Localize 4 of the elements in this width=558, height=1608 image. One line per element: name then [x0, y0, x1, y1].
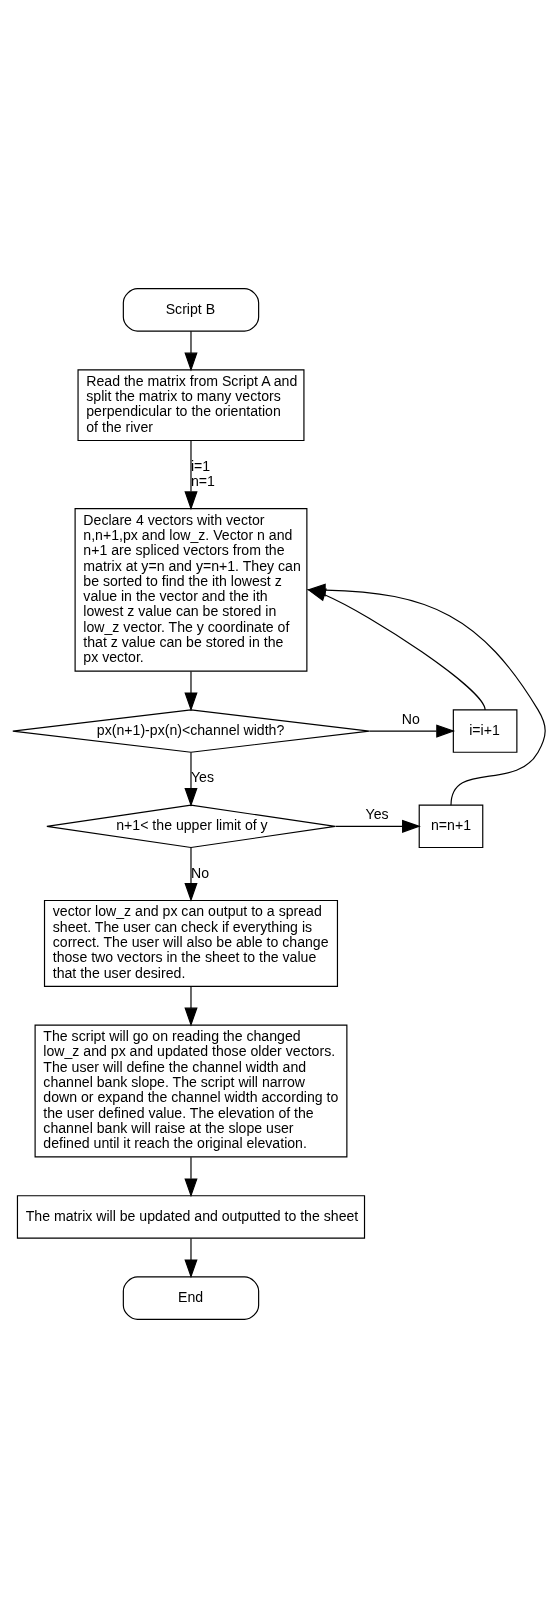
edge-label: No — [401, 710, 420, 727]
edge-label: No — [190, 864, 210, 881]
edge-label: i=1 n=1 — [190, 457, 215, 489]
edge-label: Yes — [365, 805, 389, 822]
